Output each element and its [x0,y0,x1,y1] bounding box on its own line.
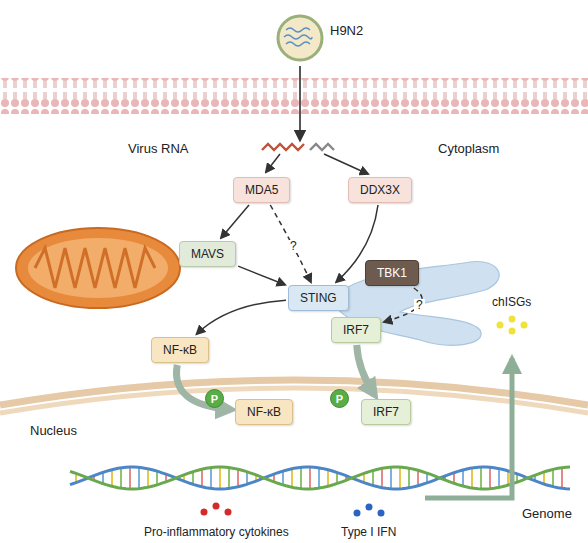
entry-arrow [299,66,301,140]
signal-arrow [270,205,311,282]
text-label: Genome [522,506,572,521]
phospho-circle: P [330,389,349,408]
nuclear-envelope [0,388,588,413]
protein-box: NF-κB [235,399,293,425]
phospho-label: P [211,393,218,405]
protein-box: MDA5 [233,177,290,203]
protein-name: IRF7 [373,405,399,419]
cell-membrane [0,78,588,114]
cytokine-dots [201,503,232,516]
protein-box: NF-κB [151,337,209,363]
dna-helix [70,467,570,489]
signal-arrow [238,266,285,285]
phospho-circle: P [205,389,224,408]
protein-box: TBK1 [365,260,419,286]
text-label: chISGs [492,295,531,309]
signal-arrow [221,205,249,238]
protein-name: MDA5 [245,183,278,197]
protein-box: IRF7 [361,399,411,425]
mitochondrion [16,228,180,308]
signal-arrow [197,300,286,334]
protein-name: DDX3X [360,183,400,197]
text-label: H9N2 [330,23,363,38]
rna-arrow [266,154,280,172]
protein-name: IRF7 [343,323,369,337]
edge-label: ? [414,299,425,312]
translocation-arrow [357,345,375,395]
protein-name: STING [300,291,337,305]
protein-name: MAVS [191,247,224,261]
protein-box: MAVS [179,241,236,267]
text-label: Virus RNA [128,141,188,156]
text-label: Nucleus [30,423,77,438]
virus-rna [310,144,334,150]
rna-arrow [324,154,368,174]
edge-label: ? [288,240,299,253]
translocation-arrow [176,365,231,410]
phospho-label: P [336,393,343,405]
text-label: Pro-inflammatory cytokines [144,525,289,539]
text-label: Type I IFN [341,525,396,539]
protein-box: STING [288,285,349,311]
ifn-dots [354,504,385,517]
protein-name: TBK1 [377,266,407,280]
virus-particle [278,16,322,60]
protein-name: NF-κB [247,405,281,419]
protein-box: DDX3X [348,177,412,203]
isg-dots [497,316,528,335]
protein-box: IRF7 [331,317,381,343]
text-label: Cytoplasm [438,141,499,156]
virus-rna [262,144,304,150]
protein-name: NF-κB [163,343,197,357]
ifn-arrow [425,358,512,498]
